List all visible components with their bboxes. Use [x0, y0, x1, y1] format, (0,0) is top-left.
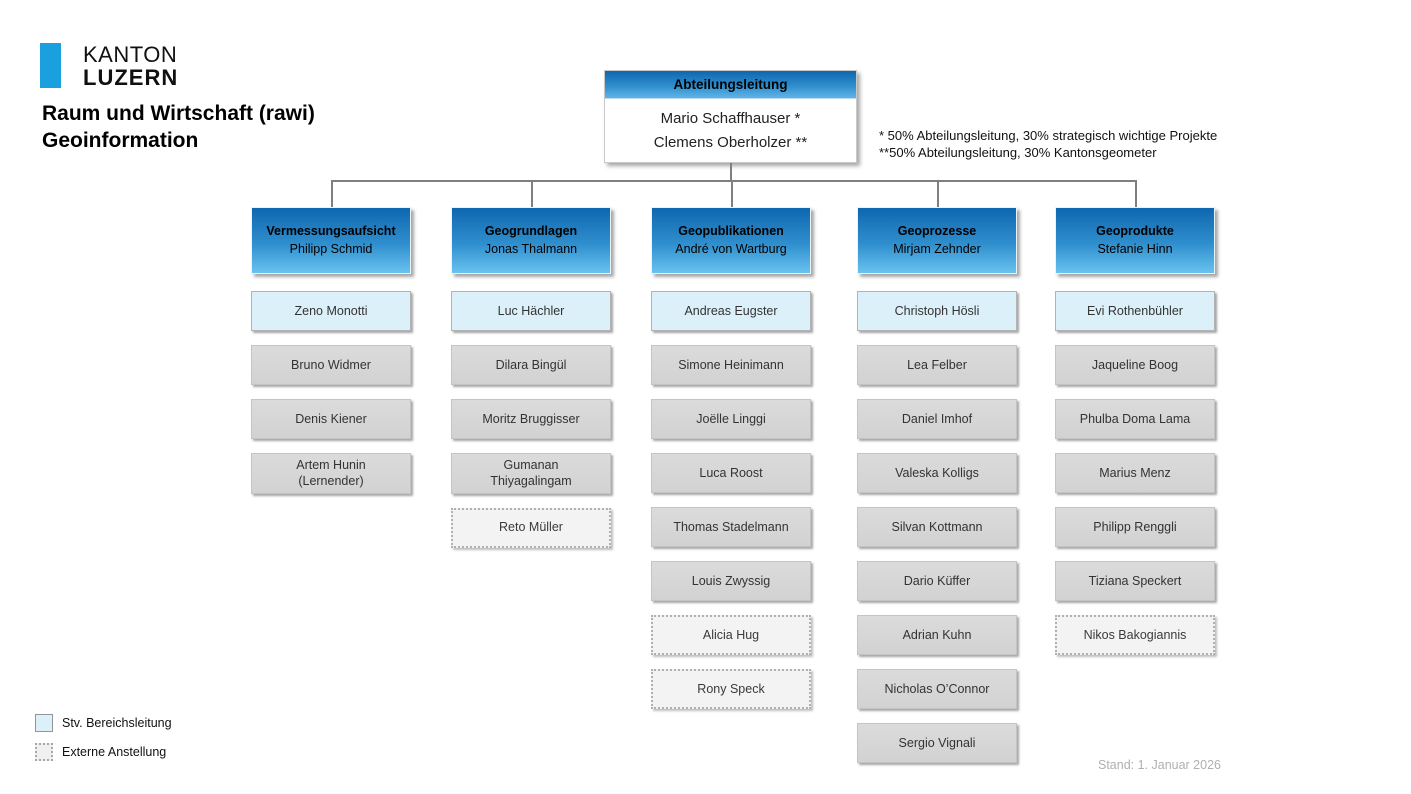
logo-blue-rect-icon [40, 43, 61, 88]
legend-swatch-extern-icon [35, 743, 53, 761]
logo-line-kanton: KANTON [83, 42, 178, 67]
legend-label-extern: Externe Anstellung [62, 745, 167, 759]
member-box: Denis Kiener [251, 399, 411, 439]
footnotes: * 50% Abteilungsleitung, 30% strategisch… [879, 128, 1217, 161]
member-box: Adrian Kuhn [857, 615, 1017, 655]
member-box: Simone Heinimann [651, 345, 811, 385]
member-box: Evi Rothenbühler [1055, 291, 1215, 331]
connector-drop-5 [1135, 180, 1137, 207]
root-member-1: Mario Schaffhauser * [660, 110, 801, 128]
column-lead: André von Wartburg [675, 241, 787, 256]
member-box: Reto Müller [451, 507, 611, 548]
page-title-line2: Geoinformation [42, 129, 199, 152]
logo-text: KANTON LUZERN [83, 43, 178, 89]
connector-horizontal [331, 180, 1137, 182]
column-title: Geogrundlagen [484, 224, 578, 238]
column-lead: Jonas Thalmann [484, 241, 578, 256]
legend-label-stv: Stv. Bereichsleitung [62, 716, 172, 730]
legend-row-extern: Externe Anstellung [35, 743, 172, 761]
member-box: Luca Roost [651, 453, 811, 493]
column-lead: Philipp Schmid [289, 241, 373, 256]
connector-stem [730, 163, 732, 182]
member-box: Phulba Doma Lama [1055, 399, 1215, 439]
member-box: Alicia Hug [651, 615, 811, 655]
member-box: Louis Zwyssig [651, 561, 811, 601]
footnote-2: **50% Abteilungsleitung, 30% Kantonsgeom… [879, 144, 1157, 160]
member-box: Bruno Widmer [251, 345, 411, 385]
legend-swatch-stv-icon [35, 714, 53, 732]
member-box: Tiziana Speckert [1055, 561, 1215, 601]
root-box-body: Mario Schaffhauser * Clemens Oberholzer … [605, 99, 856, 162]
member-box: Nikos Bakogiannis [1055, 615, 1215, 655]
member-box: Sergio Vignali [857, 723, 1017, 763]
member-box: Marius Menz [1055, 453, 1215, 493]
member-box: Silvan Kottmann [857, 507, 1017, 547]
column-title: Geoprozesse [897, 224, 977, 238]
member-box: Andreas Eugster [651, 291, 811, 331]
connector-drop-2 [531, 180, 533, 207]
member-box: Artem Hunin (Lernender) [251, 453, 411, 494]
member-box: Zeno Monotti [251, 291, 411, 331]
legend-row-stv: Stv. Bereichsleitung [35, 714, 172, 732]
member-box: Rony Speck [651, 669, 811, 709]
member-box: Lea Felber [857, 345, 1017, 385]
logo-line-luzern: LUZERN [83, 65, 179, 90]
member-box: Philipp Renggli [1055, 507, 1215, 547]
page-title-line1: Raum und Wirtschaft (rawi) [42, 102, 315, 125]
root-box-abteilungsleitung: Abteilungsleitung Mario Schaffhauser * C… [604, 70, 857, 163]
root-member-2: Clemens Oberholzer ** [653, 133, 808, 151]
member-box: Luc Hächler [451, 291, 611, 331]
member-box: Christoph Hösli [857, 291, 1017, 331]
column-lead: Mirjam Zehnder [893, 241, 981, 256]
member-box: Dario Küffer [857, 561, 1017, 601]
footnote-1: * 50% Abteilungsleitung, 30% strategisch… [879, 128, 1218, 143]
member-box: Dilara Bingül [451, 345, 611, 385]
root-box-header: Abteilungsleitung [605, 71, 856, 99]
member-box: Thomas Stadelmann [651, 507, 811, 547]
column-title: Geopublikationen [678, 224, 784, 238]
member-box: Nicholas O’Connor [857, 669, 1017, 709]
legend: Stv. Bereichsleitung Externe Anstellung [35, 714, 172, 772]
status-date: Stand: 1. Januar 2026 [1097, 758, 1221, 772]
member-box: Valeska Kolligs [857, 453, 1017, 493]
connector-drop-4 [937, 180, 939, 207]
member-box: Gumanan Thiyagalingam [451, 453, 611, 494]
column-lead: Stefanie Hinn [1097, 241, 1173, 256]
member-box: Jaqueline Boog [1055, 345, 1215, 385]
column-title: Geoprodukte [1096, 224, 1174, 238]
connector-drop-1 [331, 180, 333, 207]
column-title: Vermessungsaufsicht [266, 224, 396, 238]
member-box: Daniel Imhof [857, 399, 1017, 439]
kanton-luzern-logo: KANTON LUZERN [40, 43, 178, 89]
page-title: Raum und Wirtschaft (rawi) Geoinformatio… [42, 100, 315, 154]
connector-drop-3 [731, 180, 733, 207]
member-box: Moritz Bruggisser [451, 399, 611, 439]
member-box: Joëlle Linggi [651, 399, 811, 439]
